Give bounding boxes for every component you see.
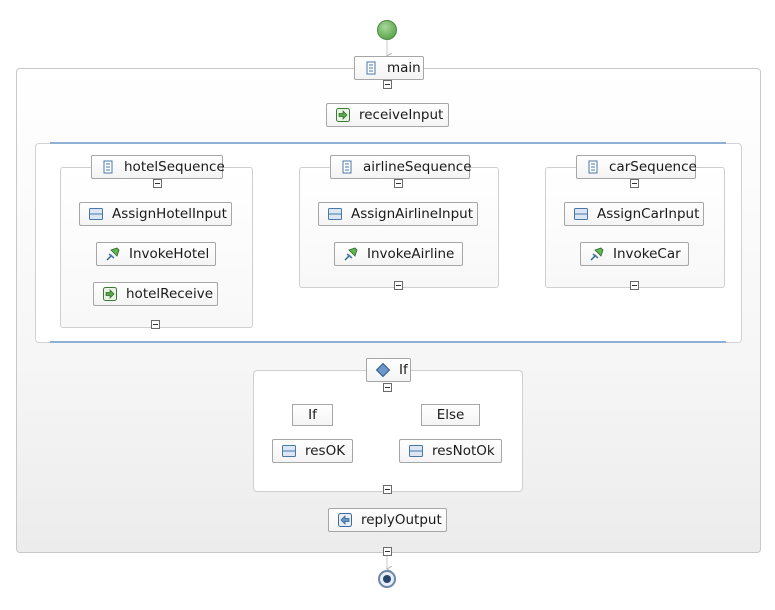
- assign-car-input-node[interactable]: AssignCarInput: [564, 202, 704, 226]
- main-sequence-node[interactable]: main: [354, 56, 424, 80]
- receive-input-node[interactable]: receiveInput: [326, 103, 449, 127]
- sequence-icon: [100, 159, 116, 175]
- invoke-icon: [343, 246, 359, 262]
- hotel-receive-label: hotelReceive: [126, 286, 214, 302]
- assign-icon: [88, 206, 104, 222]
- assign-icon: [408, 443, 424, 459]
- assign-icon: [327, 206, 343, 222]
- flow-top-bar: [50, 142, 726, 144]
- hotel-sequence-node[interactable]: hotelSequence: [91, 155, 225, 179]
- car-sequence-label: carSequence: [609, 159, 697, 175]
- hotel-receive-node[interactable]: hotelReceive: [93, 282, 218, 306]
- collapse-toggle[interactable]: [151, 320, 160, 329]
- diamond-icon: [375, 362, 391, 378]
- invoke-icon: [589, 246, 605, 262]
- res-not-ok-node[interactable]: resNotOk: [399, 439, 502, 463]
- res-not-ok-label: resNotOk: [432, 443, 495, 459]
- invoke-car-node[interactable]: InvokeCar: [580, 242, 689, 266]
- assign-hotel-input-node[interactable]: AssignHotelInput: [79, 202, 232, 226]
- assign-airline-input-node[interactable]: AssignAirlineInput: [318, 202, 478, 226]
- receive-input-label: receiveInput: [359, 107, 444, 123]
- res-ok-node[interactable]: resOK: [272, 439, 353, 463]
- reply-output-node[interactable]: replyOutput: [328, 508, 447, 532]
- assign-icon: [281, 443, 297, 459]
- airline-sequence-node[interactable]: airlineSequence: [330, 155, 472, 179]
- sequence-icon: [363, 60, 379, 76]
- assign-icon: [573, 206, 589, 222]
- receive-arrow-icon: [335, 107, 351, 123]
- if-branch-node[interactable]: If: [292, 404, 333, 426]
- flow-bottom-bar: [50, 341, 726, 343]
- res-ok-label: resOK: [305, 443, 346, 459]
- collapse-toggle[interactable]: [630, 179, 639, 188]
- if-node[interactable]: If: [366, 358, 411, 382]
- car-sequence-node[interactable]: carSequence: [576, 155, 697, 179]
- invoke-hotel-node[interactable]: InvokeHotel: [96, 242, 216, 266]
- main-label: main: [387, 60, 421, 76]
- invoke-hotel-label: InvokeHotel: [129, 246, 210, 262]
- collapse-toggle[interactable]: [394, 179, 403, 188]
- invoke-airline-node[interactable]: InvokeAirline: [334, 242, 463, 266]
- assign-airline-input-label: AssignAirlineInput: [351, 206, 474, 222]
- collapse-toggle[interactable]: [630, 281, 639, 290]
- invoke-car-label: InvokeCar: [613, 246, 681, 262]
- if-label: If: [399, 362, 408, 378]
- start-node[interactable]: [377, 20, 397, 40]
- collapse-toggle[interactable]: [383, 80, 392, 89]
- collapse-toggle[interactable]: [383, 485, 392, 494]
- reply-arrow-icon: [337, 512, 353, 528]
- assign-car-input-label: AssignCarInput: [597, 206, 700, 222]
- airline-sequence-label: airlineSequence: [363, 159, 472, 175]
- else-branch-label: Else: [436, 407, 465, 423]
- if-branch-label: If: [308, 407, 317, 423]
- else-branch-node[interactable]: Else: [421, 404, 480, 426]
- collapse-toggle[interactable]: [383, 383, 392, 392]
- invoke-icon: [105, 246, 121, 262]
- invoke-airline-label: InvokeAirline: [367, 246, 455, 262]
- end-node[interactable]: [378, 570, 396, 588]
- hotel-sequence-label: hotelSequence: [124, 159, 225, 175]
- collapse-toggle[interactable]: [153, 179, 162, 188]
- receive-arrow-icon: [102, 286, 118, 302]
- collapse-toggle[interactable]: [394, 281, 403, 290]
- sequence-icon: [339, 159, 355, 175]
- reply-output-label: replyOutput: [361, 512, 442, 528]
- collapse-toggle[interactable]: [383, 547, 392, 556]
- sequence-icon: [585, 159, 601, 175]
- assign-hotel-input-label: AssignHotelInput: [112, 206, 227, 222]
